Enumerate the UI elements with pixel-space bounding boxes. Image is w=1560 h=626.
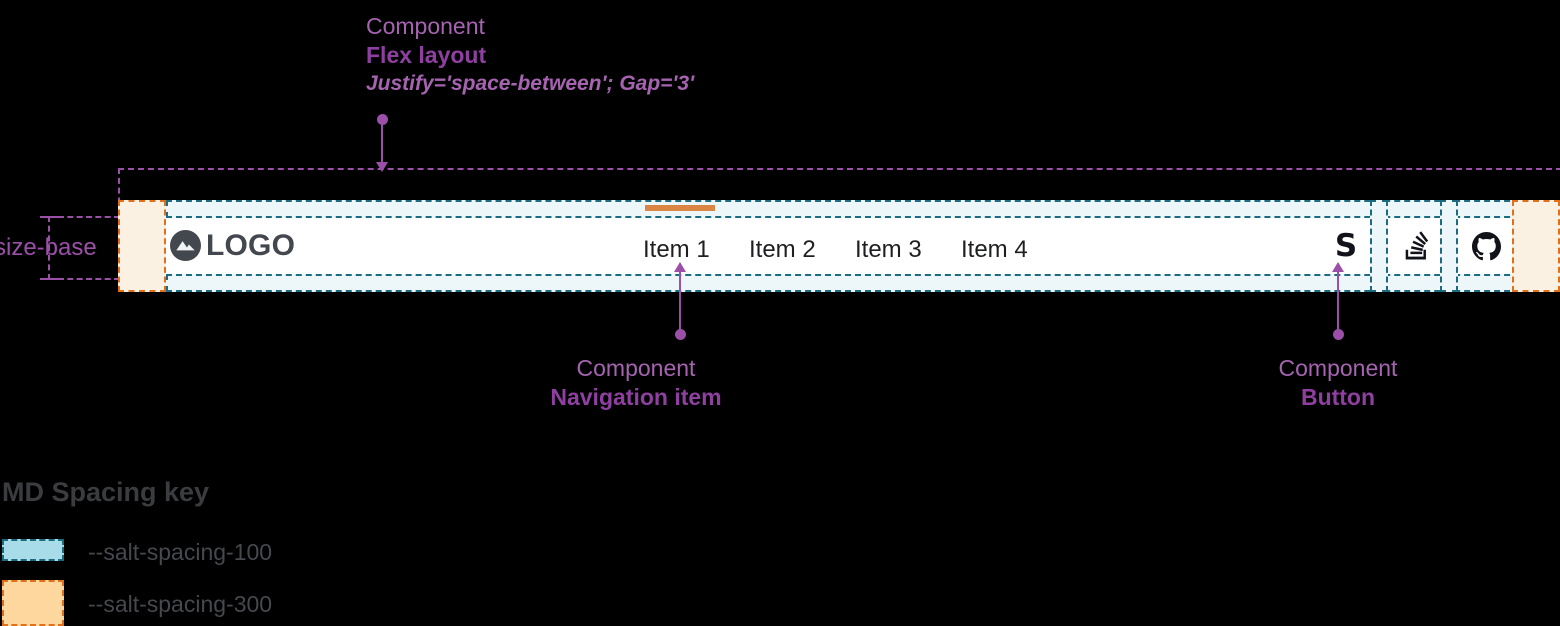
size-base-top-leader xyxy=(58,216,120,218)
logo[interactable]: LOGO xyxy=(170,230,295,261)
spacing-300-box-left xyxy=(118,200,166,292)
nav-item-4[interactable]: Item 4 xyxy=(961,236,1028,263)
spacing-100-band-top xyxy=(166,200,1560,218)
spacing-100-gap-button-1 xyxy=(1370,200,1388,292)
legend-title: MD Spacing key xyxy=(2,477,210,507)
leader-arrowhead xyxy=(376,162,388,172)
size-base-bottom-leader xyxy=(58,278,120,280)
legend-label-spacing-100: --salt-spacing-100 xyxy=(88,539,273,565)
leader-dot xyxy=(674,329,686,340)
github-icon xyxy=(1471,231,1501,261)
stack-overflow-button[interactable] xyxy=(1392,228,1440,264)
button-annotation: Component Button xyxy=(1143,354,1533,413)
salt-s-icon: S xyxy=(1334,227,1358,264)
legend-swatch-spacing-100 xyxy=(2,539,64,561)
nav-item-1[interactable]: Item 1 xyxy=(643,236,710,263)
flex-annotation-leader xyxy=(371,114,393,172)
navigation-bar: LOGO Item 1 Item 2 Item 3 Item 4 S xyxy=(118,200,1560,292)
nav-item-3[interactable]: Item 3 xyxy=(855,236,922,263)
flex-layout-annotation: Component Flex layout Justify='space-bet… xyxy=(366,12,694,98)
leader-arrowhead xyxy=(1332,262,1344,272)
salt-button[interactable]: S xyxy=(1322,228,1370,264)
nav-item-annotation-leader xyxy=(669,262,691,340)
nav-item-annotation-name: Navigation item xyxy=(550,384,722,411)
button-annotation-leader xyxy=(1327,262,1349,340)
legend-swatch-spacing-300 xyxy=(2,580,64,626)
leader-dot xyxy=(1332,329,1344,340)
navigation-item-annotation: Component Navigation item xyxy=(441,354,831,413)
legend-label-spacing-300: --salt-spacing-300 xyxy=(88,591,273,617)
leader-dot xyxy=(376,114,388,125)
github-button[interactable] xyxy=(1462,228,1510,264)
flex-annotation-name: Flex layout xyxy=(366,42,487,69)
leader-line xyxy=(381,120,383,164)
nav-item-annotation-kind: Component xyxy=(576,355,696,381)
spacing-100-gap-button-2 xyxy=(1440,200,1458,292)
mountain-logo-icon xyxy=(170,230,201,261)
spacing-300-box-right xyxy=(1512,200,1560,292)
leader-arrowhead xyxy=(674,262,686,272)
size-base-vertical-rule xyxy=(48,216,50,280)
button-annotation-name: Button xyxy=(1300,384,1376,411)
leader-line xyxy=(1337,270,1339,334)
leader-line xyxy=(679,270,681,334)
spacing-100-band-bottom xyxy=(166,274,1560,292)
stack-overflow-icon xyxy=(1403,231,1430,261)
flex-annotation-props: Justify='space-between'; Gap='3' xyxy=(366,71,695,95)
nav-item-active-indicator xyxy=(645,205,715,211)
logo-text: LOGO xyxy=(206,228,296,262)
flex-annotation-kind: Component xyxy=(366,13,485,39)
button-annotation-kind: Component xyxy=(1278,355,1398,381)
nav-item-2[interactable]: Item 2 xyxy=(749,236,816,263)
